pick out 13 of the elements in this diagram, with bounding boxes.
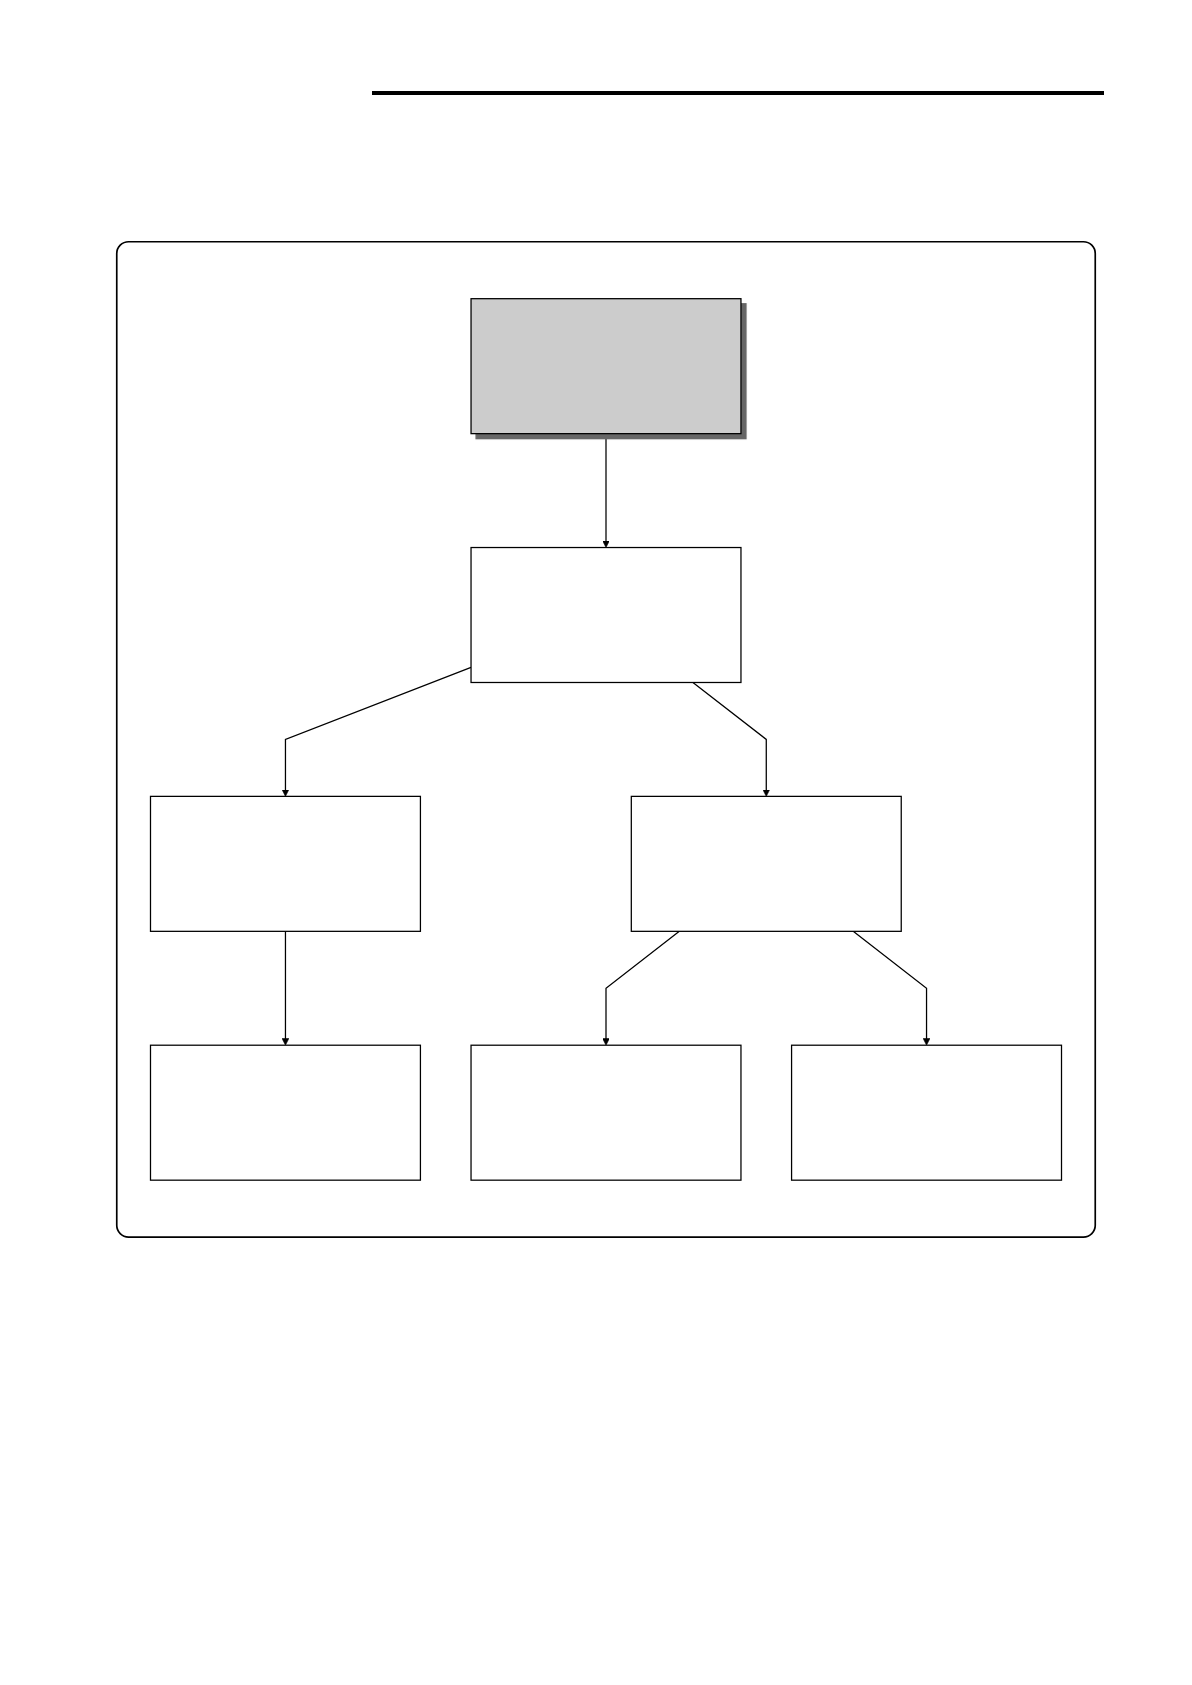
shaded-box	[470, 298, 742, 435]
arrow	[602, 433, 610, 548]
arrow	[692, 681, 770, 797]
process-box	[149, 1044, 422, 1181]
arrow	[281, 666, 472, 797]
process-box	[630, 795, 902, 932]
arrow	[281, 930, 290, 1046]
process-box	[149, 795, 422, 932]
arrow	[602, 930, 680, 1046]
arrow	[852, 930, 931, 1046]
process-box	[470, 1044, 742, 1181]
process-box	[790, 1044, 1063, 1181]
process-box	[470, 546, 742, 684]
